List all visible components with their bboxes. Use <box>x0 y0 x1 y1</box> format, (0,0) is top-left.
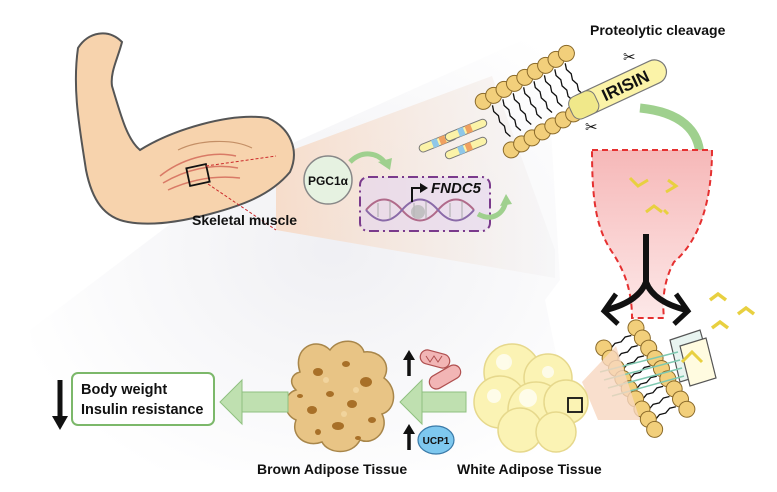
pgc1a-node: PGC1α <box>303 155 353 205</box>
white-to-brown-arrow <box>399 378 467 426</box>
irisin-fragment-icon <box>708 291 756 330</box>
irisin-fragment-icon <box>628 176 679 216</box>
white-adipose-label: White Adipose Tissue <box>457 461 602 477</box>
scissors-icon: ✂ <box>623 48 636 66</box>
fat-cell-icon <box>284 340 395 453</box>
dna-icon <box>365 198 475 222</box>
ucp1-badge: UCP1 <box>417 425 455 455</box>
blood-vessel <box>590 149 714 326</box>
muscle-zoom-box <box>185 163 211 187</box>
svg-text:✂: ✂ <box>623 48 636 66</box>
proteolytic-cleavage-label: Proteolytic cleavage <box>590 22 726 38</box>
scissors-icon: ✂ <box>585 118 598 136</box>
brown-to-outcome-arrow <box>219 378 289 426</box>
irisin-protein: IRISIN <box>568 59 668 120</box>
pgc1a-label: PGC1α <box>308 174 349 188</box>
membrane-icon <box>474 44 603 159</box>
insulin-resistance-label: Insulin resistance <box>81 402 204 418</box>
cleavage-arrow <box>639 103 705 159</box>
arm-icon <box>74 32 295 231</box>
outcome-box: Body weight Insulin resistance <box>71 372 215 426</box>
fndc5-protein-icons <box>418 118 530 160</box>
svg-text:✂: ✂ <box>585 118 598 136</box>
fat-cell-icon <box>473 343 589 453</box>
beam-icon <box>582 346 640 420</box>
ucp1-label: UCP1 <box>423 436 450 447</box>
mitochondria-icon <box>419 349 462 390</box>
fndc5-label: FNDC5 <box>431 180 482 197</box>
body-weight-label: Body weight <box>81 382 168 398</box>
white-fat-zoom-box <box>567 397 583 413</box>
brown-adipose-label: Brown Adipose Tissue <box>257 461 408 477</box>
fndc5-gene-box: FNDC5 <box>359 176 491 232</box>
skeletal-muscle-label: Skeletal muscle <box>192 212 298 228</box>
